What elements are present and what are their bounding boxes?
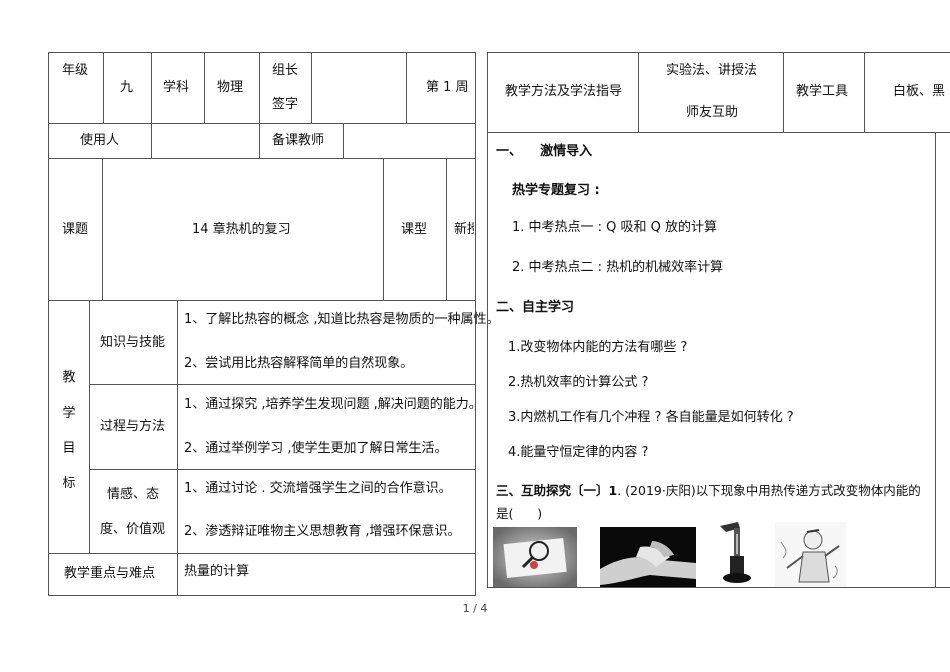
method-value-2: 师友互助 bbox=[686, 105, 739, 120]
goal-item: 1、通过讨论 . 交流增强学生之间的合作意识。 bbox=[184, 481, 452, 496]
key-points-value: 热量的计算 bbox=[184, 564, 250, 579]
magnifier-sunlight-image bbox=[493, 527, 577, 587]
goal-category-knowledge: 知识与技能 bbox=[100, 335, 166, 350]
lesson-type-label: 课型 bbox=[401, 222, 428, 237]
topic-value: 14 章热机的复习 bbox=[192, 222, 291, 237]
lesson-type-value: 新授课 bbox=[454, 222, 474, 237]
tools-value: 白板、黑 bbox=[893, 84, 946, 99]
section2-item: 4.能量守恒定律的内容 ? bbox=[508, 445, 649, 460]
air-pump-image bbox=[716, 520, 756, 587]
subject-label: 学科 bbox=[163, 80, 190, 95]
grade-value: 九 bbox=[120, 80, 134, 95]
tools-label: 教学工具 bbox=[796, 84, 849, 99]
goal-item: 1、通过探究 ,培养学生发现问题 ,解决问题的能力。 bbox=[184, 397, 482, 412]
section2-title: 二、自主学习 bbox=[496, 300, 575, 315]
goal-item: 2、尝试用比热容解释简单的自然现象。 bbox=[184, 356, 414, 371]
goal-category-emotion-line-1: 情感、态 bbox=[107, 487, 160, 502]
section2-item: 3.内燃机工作有几个冲程 ? 各自能量是如何转化 ? bbox=[508, 410, 794, 425]
section2-item: 2.热机效率的计算公式 ? bbox=[508, 375, 649, 390]
goals-label-char-4: 标 bbox=[62, 476, 76, 491]
cartoon-figure-image bbox=[775, 522, 846, 587]
question-text: . (2019·庆阳)以下现象中用热传递方式改变物体内能的 bbox=[617, 483, 921, 498]
key-points-label: 教学重点与难点 bbox=[64, 566, 156, 581]
user-label: 使用人 bbox=[80, 133, 120, 148]
method-label: 教学方法及学法指导 bbox=[505, 84, 623, 99]
section1-item: 1. 中考热点一 : Q 吸和 Q 放的计算 bbox=[512, 220, 718, 235]
leader-label-1: 组长 bbox=[272, 63, 299, 78]
subject-value: 物理 bbox=[217, 80, 244, 95]
question-text-continued: 是( ) bbox=[496, 506, 543, 521]
goal-category-emotion-line-2: 度、价值观 bbox=[100, 522, 166, 537]
goal-category-process: 过程与方法 bbox=[100, 419, 166, 434]
prep-teacher-label: 备课教师 bbox=[272, 133, 325, 148]
goal-item: 2、渗透辩证唯物主义思想教育 ,增强环保意识。 bbox=[184, 524, 461, 539]
section3-question: 三、互助探究〔一〕1. (2019·庆阳)以下现象中用热传递方式改变物体内能的 bbox=[496, 482, 921, 500]
goals-label-char-2: 学 bbox=[62, 406, 76, 421]
rubbing-hands-image bbox=[600, 527, 696, 587]
section1-subtitle: 热学专题复习 : bbox=[512, 183, 600, 198]
question-number: 1 bbox=[608, 483, 618, 498]
goal-item: 1、了解比热容的概念 ,知道比热容是物质的一种属性。 bbox=[184, 312, 500, 327]
section3-title: 三、互助探究〔一〕 bbox=[496, 483, 609, 498]
method-value-1: 实验法、讲授法 bbox=[666, 63, 758, 78]
goal-item: 2、通过举例学习 ,使学生更加了解日常生活。 bbox=[184, 441, 448, 456]
goals-label-char-3: 目 bbox=[62, 441, 76, 456]
section2-item: 1.改变物体内能的方法有哪些 ? bbox=[508, 340, 688, 355]
grade-label: 年级 bbox=[62, 63, 89, 78]
section1-item: 2. 中考热点二 : 热机的机械效率计算 bbox=[512, 260, 724, 275]
section1-title: 一、 激情导入 bbox=[496, 144, 593, 159]
week-label: 第 1 周 bbox=[426, 80, 469, 95]
goals-label-char-1: 教 bbox=[62, 370, 76, 385]
topic-label: 课题 bbox=[62, 222, 89, 237]
page-number: 1 / 4 bbox=[462, 602, 488, 615]
leader-label-2: 签字 bbox=[272, 97, 299, 112]
